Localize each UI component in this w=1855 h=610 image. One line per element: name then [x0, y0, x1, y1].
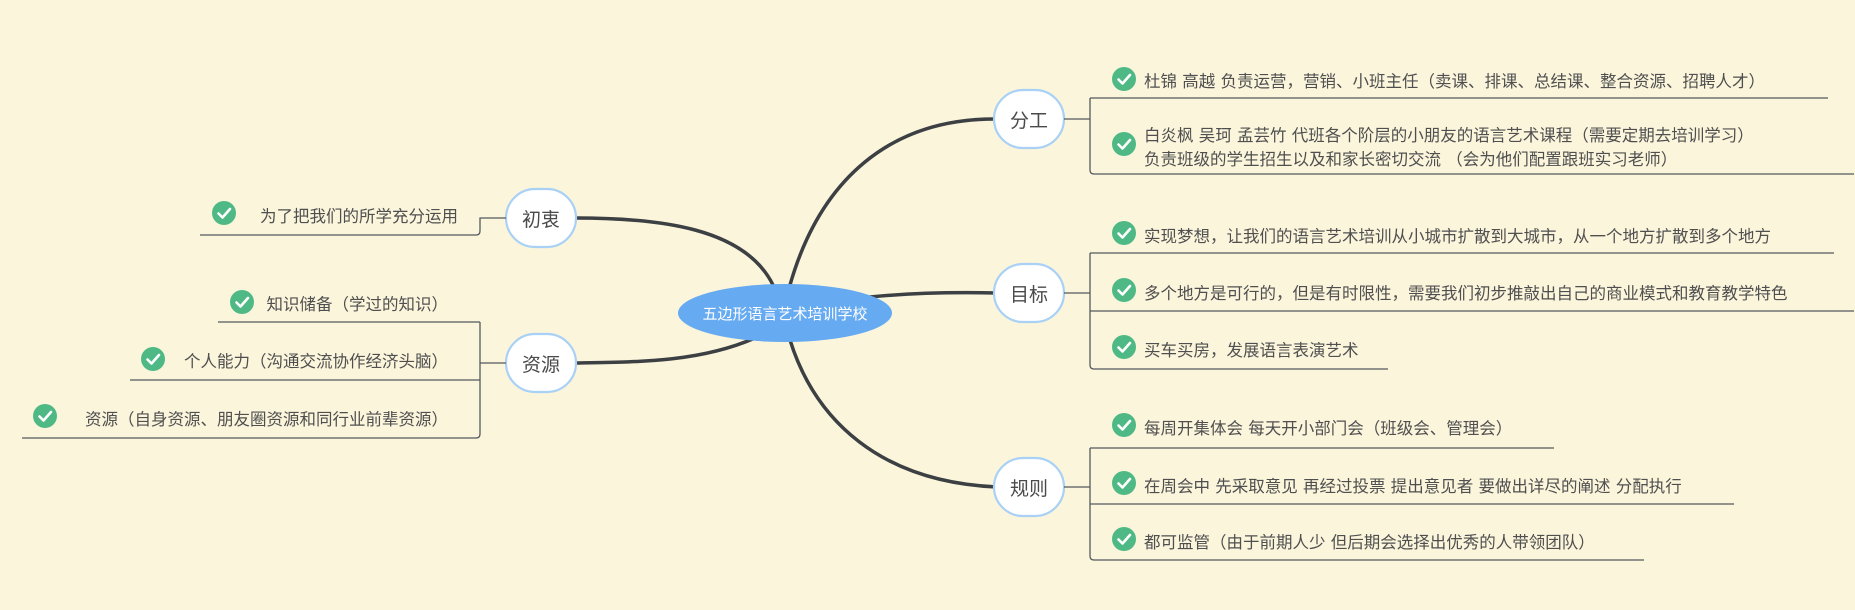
check-icon	[1110, 411, 1138, 439]
branch-ziyuan	[574, 336, 757, 365]
check-icon	[1110, 525, 1138, 553]
topic-fengong[interactable]: 分工	[992, 88, 1066, 150]
connector-chuzhong	[200, 217, 506, 236]
leaf-guize-2[interactable]: 在周会中 先采取意见 再经过投票 提出意见者 要做出详尽的阐述 分配执行	[1090, 469, 1734, 505]
leaf-ziyuan-3[interactable]: 资源（自身资源、朋友圈资源和同行业前辈资源）	[31, 402, 448, 430]
connector-fengong	[1064, 98, 1854, 175]
check-icon	[1110, 219, 1138, 247]
leaf-mubiao-3-text: 买车买房，发展语言表演艺术	[1144, 341, 1359, 360]
topic-guize-label: 规则	[1010, 478, 1048, 500]
connector-ziyuan	[22, 322, 506, 439]
topic-mubiao[interactable]: 目标	[992, 262, 1066, 324]
leaf-guize-3[interactable]: 都可监管（由于前期人少 但后期会选择出优秀的人带领团队）	[1110, 525, 1595, 553]
check-icon	[1110, 276, 1138, 304]
branch-guize	[788, 338, 999, 489]
check-icon	[1110, 469, 1138, 497]
leaf-ziyuan-1[interactable]: 知识储备（学过的知识）	[218, 288, 480, 323]
topic-chuzhong-label: 初衷	[522, 209, 560, 231]
leaf-chuzhong-1[interactable]: 为了把我们的所学充分运用	[210, 199, 458, 227]
branches	[574, 117, 999, 489]
branch-fengong	[788, 117, 999, 287]
leaf-ziyuan-2-text: 个人能力（沟通交流协作经济头脑）	[184, 352, 448, 371]
topic-ziyuan[interactable]: 资源	[504, 332, 578, 394]
check-icon	[31, 402, 59, 430]
central-topic-shape	[678, 284, 892, 342]
topic-guize[interactable]: 规则	[992, 456, 1066, 518]
central-topic[interactable]: 五边形语言艺术培训学校	[678, 284, 892, 342]
leaf-guize-1-text: 每周开集体会 每天开小部门会（班级会、管理会）	[1144, 419, 1512, 438]
topic-ziyuan-label: 资源	[522, 354, 560, 376]
topic-fengong-label: 分工	[1010, 110, 1048, 132]
connector-mubiao	[1064, 253, 1388, 370]
leaf-fengong-2-line-1: 白炎枫 吴珂 孟芸竹 代班各个阶层的小朋友的语言艺术课程（需要定期去培训学习）	[1144, 126, 1754, 145]
topic-chuzhong[interactable]: 初衷	[504, 187, 578, 249]
check-icon	[139, 345, 167, 373]
leaf-fengong-1-text: 杜锦 高越 负责运营，营销、小班主任（卖课、排课、总结课、整合资源、招聘人才）	[1144, 72, 1765, 91]
leaf-chuzhong-1-text: 为了把我们的所学充分运用	[260, 207, 458, 226]
leaf-guize-1[interactable]: 每周开集体会 每天开小部门会（班级会、管理会）	[1090, 411, 1554, 449]
leaf-mubiao-1-text: 实现梦想，让我们的语言艺术培训从小城市扩散到大城市，从一个地方扩散到多个地方	[1144, 227, 1771, 246]
branch-mubiao	[868, 290, 999, 299]
check-icon	[1110, 65, 1138, 93]
leaf-ziyuan-2[interactable]: 个人能力（沟通交流协作经济头脑）	[130, 345, 480, 381]
leaf-ziyuan-1-text: 知识储备（学过的知识）	[267, 295, 449, 314]
leaf-fengong-2-line-2: 负责班级的学生招生以及和家长密切交流 （会为他们配置跟班实习老师）	[1144, 150, 1677, 169]
leaf-guize-2-text: 在周会中 先采取意见 再经过投票 提出意见者 要做出详尽的阐述 分配执行	[1144, 477, 1682, 496]
central-topic-label: 五边形语言艺术培训学校	[702, 305, 867, 323]
leaf-fengong-2[interactable]: 白炎枫 吴珂 孟芸竹 代班各个阶层的小朋友的语言艺术课程（需要定期去培训学习） …	[1110, 126, 1754, 169]
check-icon	[210, 199, 238, 227]
leaf-mubiao-3[interactable]: 买车买房，发展语言表演艺术	[1110, 333, 1359, 361]
check-icon	[1110, 130, 1138, 158]
connector-guize	[1064, 448, 1644, 561]
topic-mubiao-label: 目标	[1010, 284, 1048, 306]
leaf-ziyuan-3-text: 资源（自身资源、朋友圈资源和同行业前辈资源）	[85, 410, 448, 429]
leaf-mubiao-1[interactable]: 实现梦想，让我们的语言艺术培训从小城市扩散到大城市，从一个地方扩散到多个地方	[1090, 219, 1834, 254]
check-icon	[228, 288, 256, 316]
leaf-guize-3-text: 都可监管（由于前期人少 但后期会选择出优秀的人带领团队）	[1144, 533, 1595, 552]
leaf-mubiao-2-text: 多个地方是可行的，但是有时限性，需要我们初步推敲出自己的商业模式和教育教学特色	[1144, 284, 1788, 303]
leaf-mubiao-2[interactable]: 多个地方是可行的，但是有时限性，需要我们初步推敲出自己的商业模式和教育教学特色	[1090, 276, 1854, 312]
check-icon	[1110, 333, 1138, 361]
leaf-fengong-1[interactable]: 杜锦 高越 负责运营，营销、小班主任（卖课、排课、总结课、整合资源、招聘人才）	[1090, 65, 1828, 99]
branch-chuzhong	[574, 216, 775, 287]
